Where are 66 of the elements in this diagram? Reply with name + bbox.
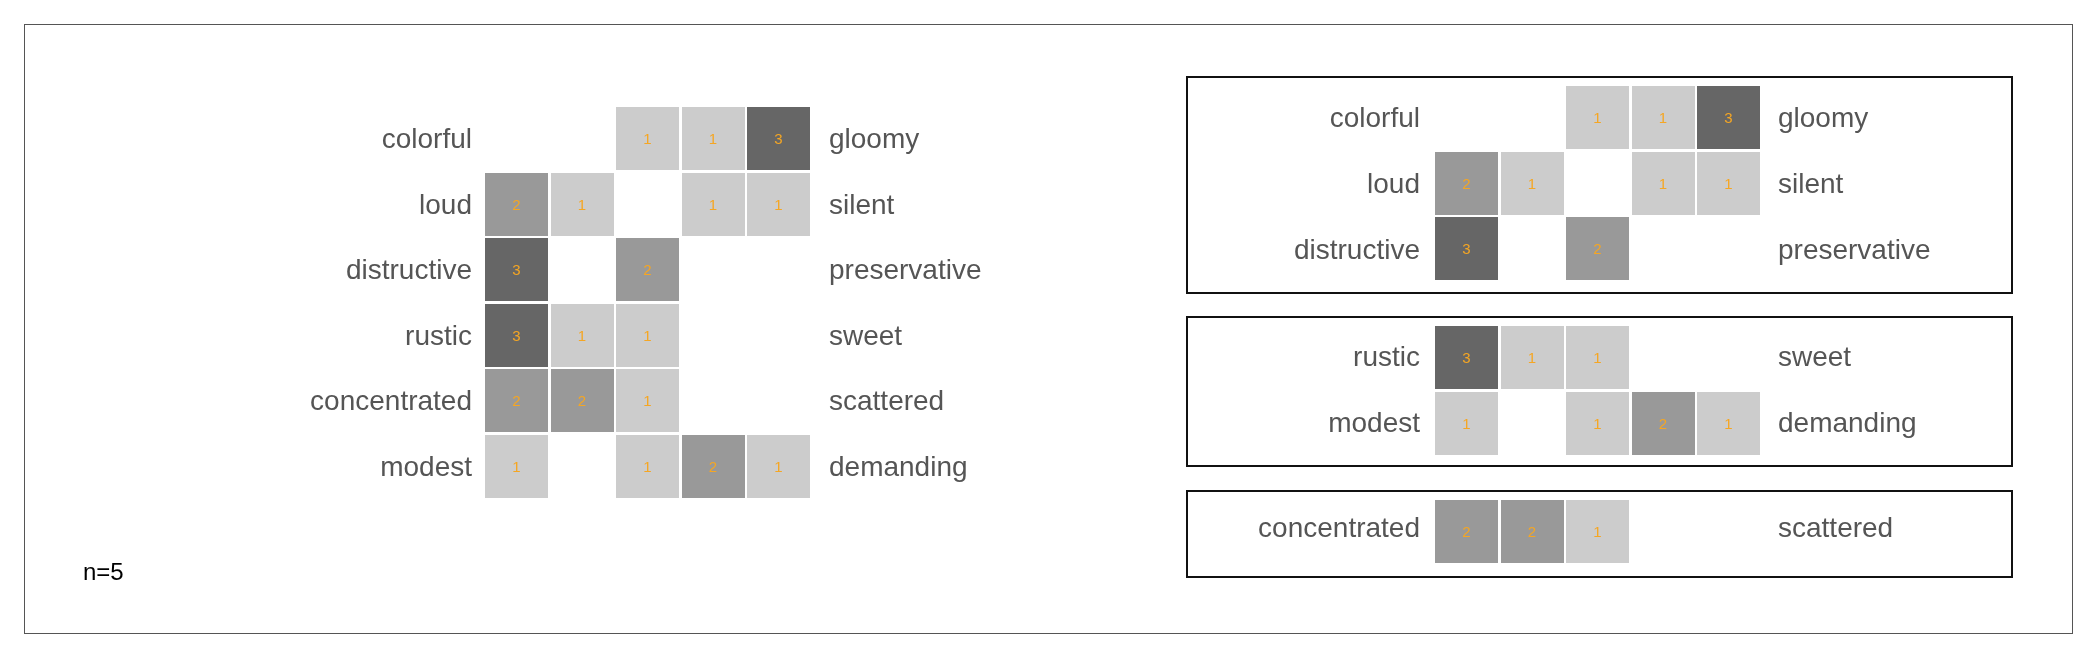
count-cell: 2: [616, 238, 679, 301]
scale-label: sweet: [829, 318, 903, 353]
scale-label: loud: [419, 187, 472, 222]
count-cell: 1: [616, 107, 679, 170]
scale-label: sweet: [1778, 340, 1852, 374]
count-cell: 1: [616, 303, 679, 367]
count-cell: 3: [1435, 326, 1498, 389]
count-cell: 2: [550, 369, 614, 432]
count-cell: 1: [1697, 391, 1760, 455]
count-cell: 2: [485, 172, 548, 236]
scale-label: distructive: [1293, 233, 1420, 267]
scale-label: colorful: [381, 122, 472, 156]
count-cell: 2: [681, 434, 745, 498]
count-cell: 2: [1435, 500, 1498, 563]
scale-label: modest: [380, 449, 472, 484]
scale-label: demanding: [1778, 406, 1917, 440]
count-cell: 1: [550, 172, 614, 236]
count-cell: 1: [616, 369, 679, 432]
count-cell: 1: [485, 434, 548, 498]
count-cell: 1: [1566, 500, 1629, 563]
scale-label: gloomy: [829, 122, 920, 156]
scale-label: preservative: [829, 253, 982, 287]
count-cell: 2: [1500, 500, 1564, 563]
count-cell: 3: [747, 107, 810, 170]
scale-label: concentrated: [1258, 511, 1420, 545]
count-cell: 1: [1566, 86, 1629, 149]
count-cell: 2: [1631, 391, 1695, 455]
scale-label: scattered: [1778, 511, 1894, 545]
scale-label: rustic: [405, 318, 472, 353]
count-cell: 2: [1435, 151, 1498, 215]
scale-label: scattered: [829, 384, 945, 418]
scale-label: rustic: [1353, 340, 1420, 374]
scale-label: demanding: [829, 449, 968, 484]
scale-label: colorful: [1329, 101, 1420, 135]
scale-label: concentrated: [310, 384, 472, 418]
group-panel: [1186, 316, 2013, 467]
count-cell: 3: [485, 303, 548, 367]
scale-label: silent: [1778, 167, 1844, 201]
count-cell: 2: [485, 369, 548, 432]
count-cell: 1: [1500, 326, 1564, 389]
count-cell: 1: [747, 172, 810, 236]
count-cell: 1: [1631, 86, 1695, 149]
count-cell: 3: [1435, 217, 1498, 280]
count-cell: 2: [1566, 217, 1629, 280]
scale-label: gloomy: [1778, 101, 1869, 135]
scale-label: modest: [1328, 406, 1420, 440]
count-cell: 1: [1566, 391, 1629, 455]
sample-size-note: n=5: [83, 557, 124, 587]
count-cell: 1: [1697, 151, 1760, 215]
count-cell: 1: [1631, 151, 1695, 215]
scale-label: distructive: [345, 253, 472, 287]
scale-label: loud: [1367, 167, 1420, 201]
count-cell: 1: [1566, 326, 1629, 389]
count-cell: 1: [616, 434, 679, 498]
count-cell: 1: [681, 107, 745, 170]
count-cell: 3: [485, 238, 548, 301]
count-cell: 3: [1697, 86, 1760, 149]
count-cell: 1: [747, 434, 810, 498]
count-cell: 1: [1500, 151, 1564, 215]
group-panel: [1186, 490, 2013, 578]
scale-label: silent: [829, 187, 895, 222]
group-panel: [1186, 76, 2013, 294]
count-cell: 1: [681, 172, 745, 236]
scale-label: preservative: [1778, 233, 1931, 267]
count-cell: 1: [1435, 391, 1498, 455]
count-cell: 1: [550, 303, 614, 367]
